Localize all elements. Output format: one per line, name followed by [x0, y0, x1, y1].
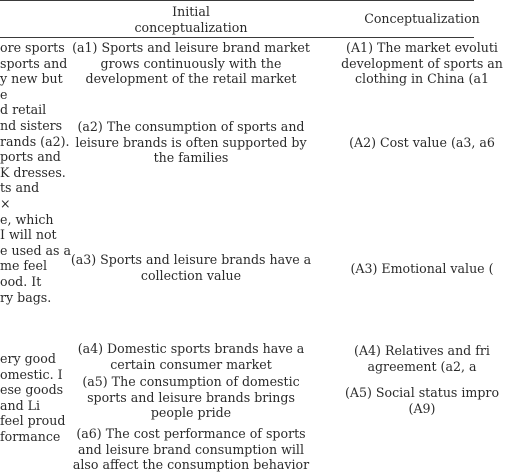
raw-text-line: e used as a: [0, 242, 72, 258]
cell-line: (A3) Emotional value (: [350, 261, 494, 276]
table-crop: Initial conceptualization Conceptualizat…: [0, 0, 503, 473]
initial-concept-a2: (a2) The consumption of sports and leisu…: [64, 119, 318, 166]
cell-line: also affect the consumption behavior: [72, 457, 310, 473]
raw-text-line: feel proud: [0, 413, 66, 429]
raw-text-line: ood. It: [0, 273, 42, 289]
header-conceptualization: Conceptualization: [322, 11, 522, 27]
raw-text-line: and Li: [0, 397, 41, 413]
raw-text-line: e: [0, 86, 8, 102]
cell-line: grows continuously with the: [100, 55, 282, 71]
cell-line: (a4) Domestic sports brands have a: [77, 341, 305, 356]
cell-line: (a1) Sports and leisure brand market: [72, 40, 310, 55]
cell-line: leisure brands is often supported by: [75, 134, 307, 150]
raw-text-block-1: ore sports sports and y new but e d reta…: [0, 40, 72, 305]
cell-line: development of sports an: [341, 55, 503, 71]
raw-text-line: K dresses.: [0, 164, 66, 180]
concept-A1: (A1) The market evoluti development of s…: [322, 40, 522, 87]
raw-text-line: ry bags.: [0, 289, 52, 305]
raw-text-block-2: ery good omestic. I ese goods and Li fee…: [0, 351, 66, 445]
raw-text-line: I will not: [0, 227, 57, 243]
raw-text-line: ×: [0, 195, 11, 211]
cell-line: certain consumer market: [110, 356, 272, 372]
cell-line: (a6) The cost performance of sports: [76, 426, 306, 441]
cell-line: (A4) Relatives and fri: [354, 343, 490, 358]
raw-text-line: ore sports: [0, 40, 65, 55]
cell-line: agreement (a2, a: [367, 358, 477, 374]
cell-line: collection value: [140, 267, 242, 283]
header-initial-conceptualization: Initial conceptualization: [64, 4, 318, 35]
initial-concept-a1: (a1) Sports and leisure brand market gro…: [64, 40, 318, 87]
initial-concept-a3: (a3) Sports and leisure brands have a co…: [64, 252, 318, 283]
cell-line: (A1) The market evoluti: [346, 40, 498, 55]
initial-concept-a4: (a4) Domestic sports brands have a certa…: [64, 341, 318, 372]
header-line: Conceptualization: [364, 11, 480, 26]
raw-text-line: d retail: [0, 102, 47, 118]
initial-concept-a5: (a5) The consumption of domestic sports …: [64, 374, 318, 421]
cell-line: the families: [153, 150, 229, 166]
initial-concept-a6: (a6) The cost performance of sports and …: [64, 426, 318, 473]
cell-line: (A5) Social status impro: [344, 385, 500, 400]
concept-A3: (A3) Emotional value (: [322, 261, 522, 277]
top-rule: [0, 0, 474, 1]
raw-text-line: me feel: [0, 258, 47, 274]
cell-line: sports and leisure brands brings: [87, 389, 295, 405]
cell-line: (A2) Cost value (a3, a6: [349, 135, 495, 150]
cell-line: (A9): [408, 400, 436, 416]
concept-A2: (A2) Cost value (a3, a6: [322, 135, 522, 151]
raw-text-line: y new but: [0, 71, 63, 87]
header-line: conceptualization: [134, 19, 248, 35]
cell-line: (a3) Sports and leisure brands have a: [70, 252, 312, 267]
raw-text-line: rands (a2).: [0, 133, 70, 149]
concept-A5: (A5) Social status impro (A9): [322, 385, 522, 416]
concept-A4: (A4) Relatives and fri agreement (a2, a: [322, 343, 522, 374]
raw-text-line: omestic. I: [0, 366, 63, 382]
cell-line: clothing in China (a1: [354, 71, 489, 87]
raw-text-line: formance: [0, 428, 61, 444]
header-rule: [0, 37, 474, 38]
cell-line: (a2) The consumption of sports and: [77, 119, 305, 134]
raw-text-line: ese goods: [0, 382, 64, 398]
cell-line: (a5) The consumption of domestic: [82, 374, 300, 389]
raw-text-line: nd sisters: [0, 117, 63, 133]
raw-text-line: sports and: [0, 55, 68, 71]
header-line: Initial: [172, 4, 210, 19]
cell-line: development of the retail market: [85, 71, 297, 87]
raw-text-line: ts and: [0, 180, 40, 196]
cell-line: and leisure brand consumption will: [78, 441, 304, 457]
raw-text-line: ports and: [0, 149, 61, 165]
cell-line: people pride: [150, 405, 232, 421]
raw-text-line: ery good: [0, 351, 56, 366]
raw-text-line: e, which: [0, 211, 54, 227]
